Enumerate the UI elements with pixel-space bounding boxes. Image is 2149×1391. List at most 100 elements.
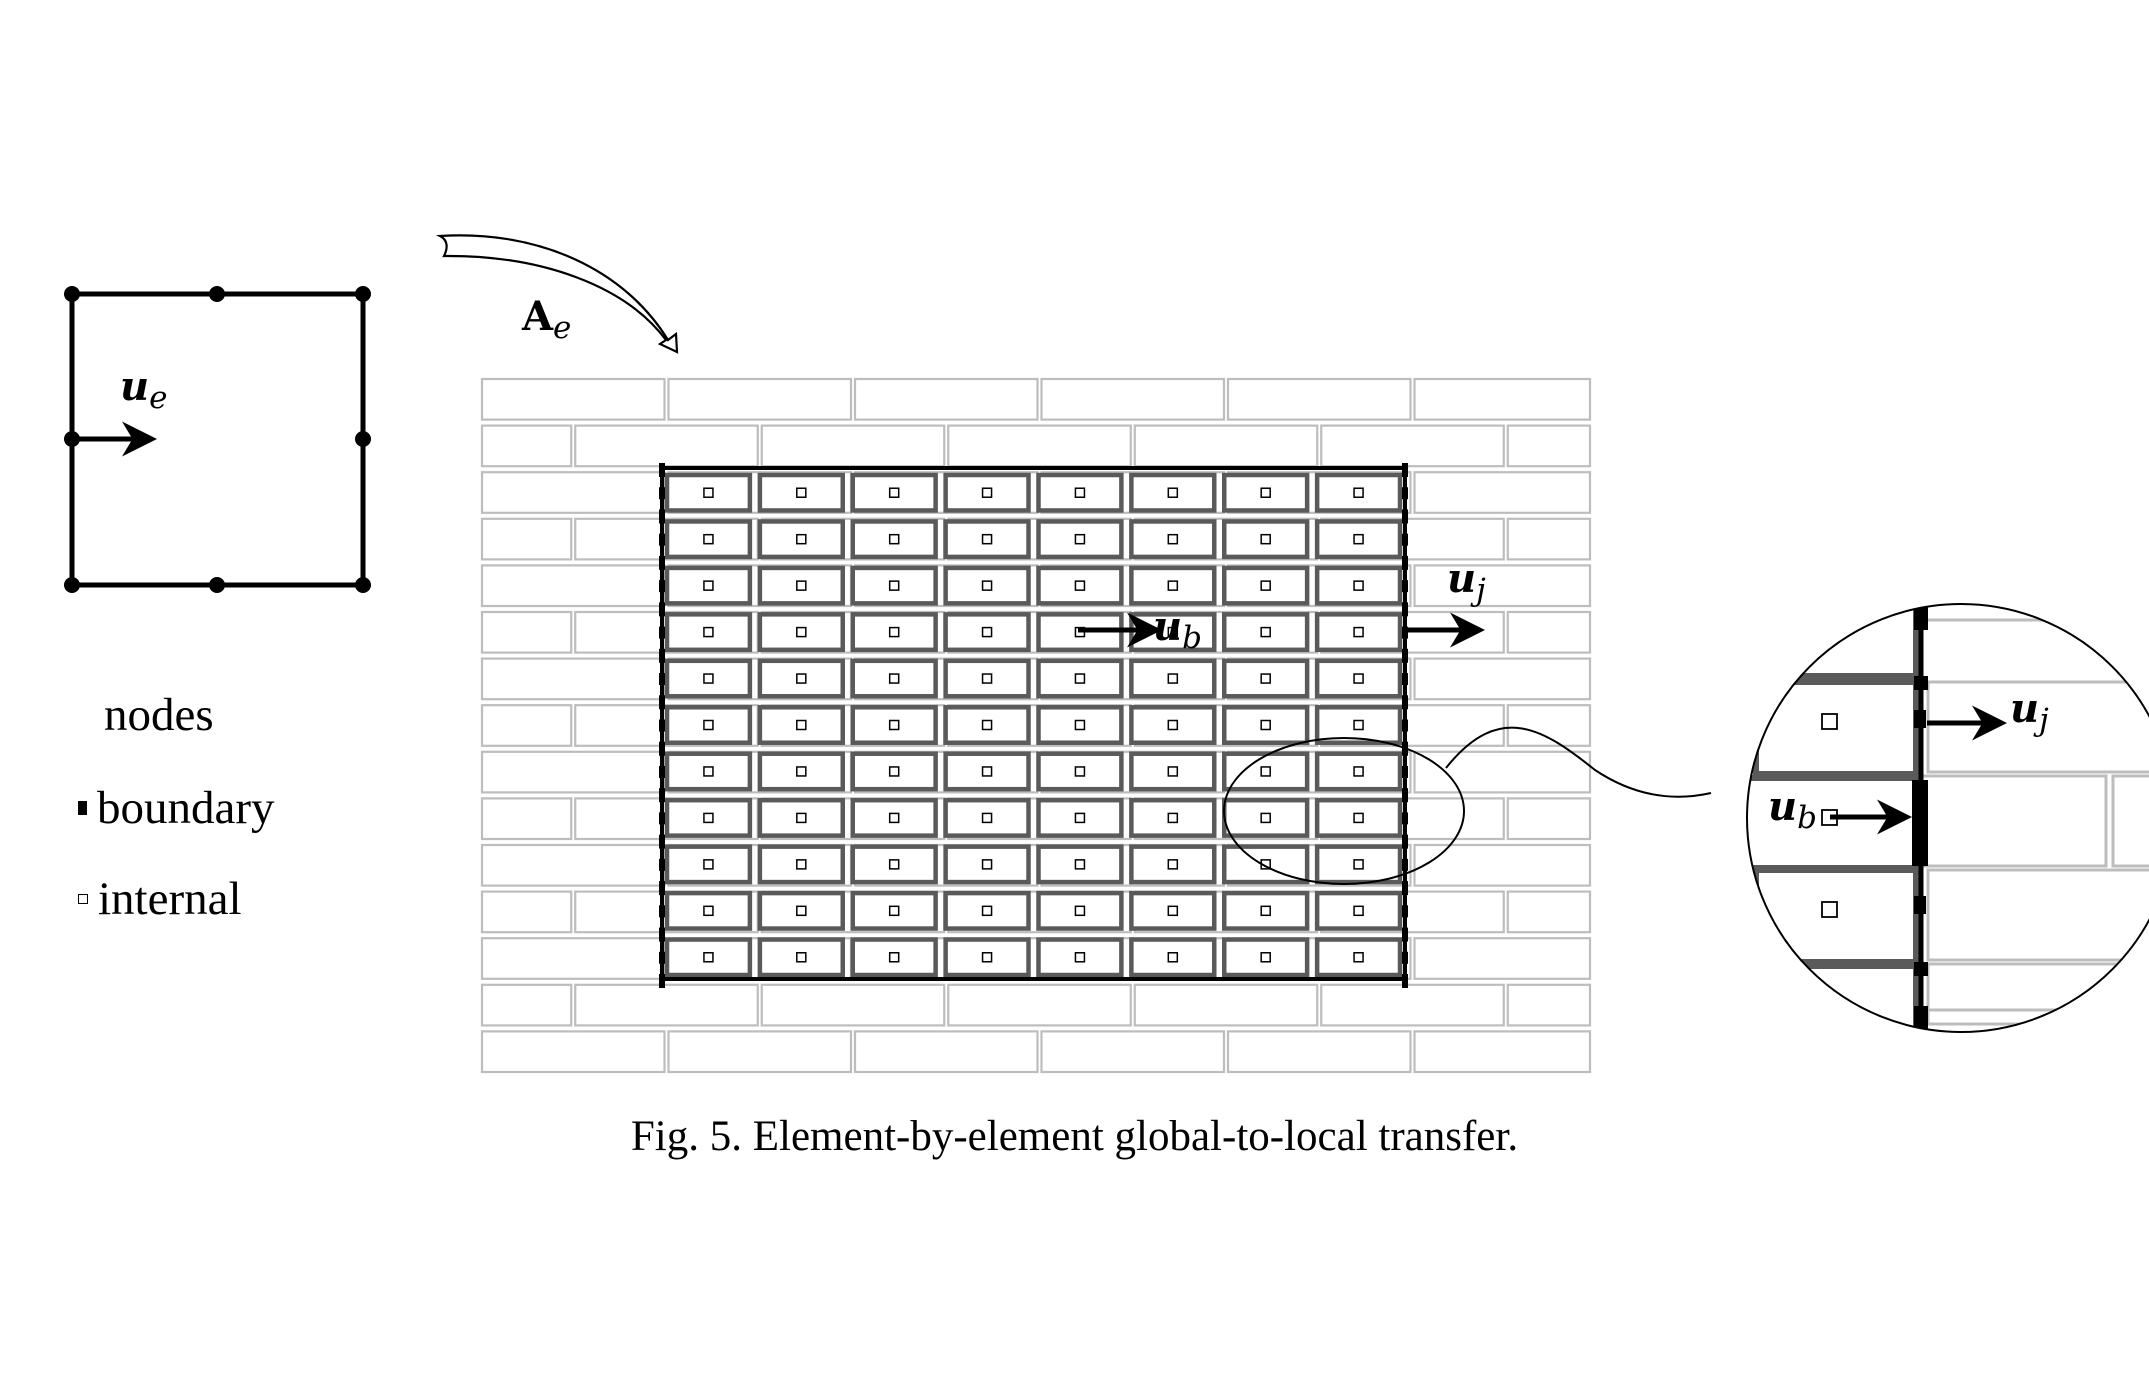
element-nodes xyxy=(64,286,371,593)
subdomain-element xyxy=(850,705,938,745)
legend-boundary: boundary xyxy=(78,785,275,832)
internal-node xyxy=(703,673,714,684)
internal-node xyxy=(981,673,993,684)
background-brick xyxy=(480,890,573,934)
background-brick xyxy=(760,983,946,1027)
background-brick xyxy=(1506,704,1592,747)
subdomain-element xyxy=(1314,751,1403,792)
background-brick xyxy=(1226,1030,1412,1074)
internal-node xyxy=(1074,533,1086,545)
internal-node xyxy=(981,952,993,963)
background-brick xyxy=(1320,424,1505,468)
internal-node xyxy=(703,905,714,917)
internal-node xyxy=(981,766,993,777)
internal-node xyxy=(703,533,714,545)
internal-node xyxy=(703,580,714,591)
internal-node xyxy=(796,812,807,824)
internal-node xyxy=(981,533,993,545)
internal-node xyxy=(703,859,714,870)
internal-node xyxy=(981,719,993,731)
background-brick xyxy=(1506,890,1592,934)
internal-node xyxy=(703,626,714,638)
legend-internal-label: internal xyxy=(98,873,242,925)
background-brick xyxy=(1506,797,1592,841)
internal-node xyxy=(1074,580,1086,591)
background-brick xyxy=(947,424,1132,468)
background-brick xyxy=(1413,937,1592,980)
background-brick xyxy=(480,377,666,421)
background-brick xyxy=(480,704,573,747)
internal-node xyxy=(1074,952,1086,963)
zoom-region xyxy=(1223,737,1465,885)
internal-node xyxy=(796,580,807,591)
internal-node xyxy=(1167,905,1179,917)
background-brick xyxy=(480,797,573,841)
subdomain-element xyxy=(1129,519,1217,560)
internal-node xyxy=(796,533,807,545)
highlighted-subdomain xyxy=(664,472,1403,978)
internal-node xyxy=(703,952,714,963)
subdomain-element xyxy=(1222,612,1310,653)
background-brick xyxy=(1506,517,1592,561)
assembly-operator-label: Ae xyxy=(521,293,571,346)
legend-internal: internal xyxy=(78,876,242,923)
internal-node xyxy=(1074,766,1086,777)
internal-node xyxy=(1353,719,1364,731)
background-brick xyxy=(1413,471,1592,514)
internal-node xyxy=(1353,905,1364,917)
node xyxy=(355,286,371,302)
internal-node xyxy=(1353,952,1364,963)
subdomain-element xyxy=(1129,751,1217,792)
node xyxy=(355,431,371,447)
internal-node xyxy=(1353,812,1364,824)
background-brick xyxy=(947,983,1132,1027)
internal-node xyxy=(796,859,807,870)
internal-node xyxy=(1167,533,1179,545)
subdomain-element xyxy=(757,890,845,931)
internal-node xyxy=(1353,533,1364,545)
internal-node xyxy=(1353,487,1364,498)
internal-node xyxy=(1074,673,1086,684)
node xyxy=(355,577,371,593)
subdomain-element xyxy=(850,751,938,792)
internal-node xyxy=(888,533,900,545)
background-brick xyxy=(760,424,946,468)
internal-node xyxy=(1167,766,1179,777)
subdomain-outline xyxy=(660,466,1407,981)
background-brick xyxy=(574,983,759,1027)
internal-node xyxy=(981,580,993,591)
internal-node xyxy=(1167,952,1179,963)
background-brick xyxy=(1506,424,1592,468)
background-brick xyxy=(480,471,666,514)
subdomain-element xyxy=(1314,705,1403,745)
background-brick xyxy=(1226,377,1412,421)
subdomain-element xyxy=(943,751,1031,792)
internal-node xyxy=(888,859,900,870)
internal-node xyxy=(981,859,993,870)
internal-node xyxy=(888,580,900,591)
background-brick xyxy=(853,1030,1039,1074)
internal-node xyxy=(1260,673,1271,684)
internal-marker-icon xyxy=(78,894,88,905)
internal-node xyxy=(1167,719,1179,731)
background-brick xyxy=(1506,983,1592,1027)
background-brick xyxy=(480,610,573,654)
background-brick xyxy=(480,424,573,468)
internal-node xyxy=(1260,719,1271,731)
background-brick xyxy=(667,1030,853,1074)
internal-node xyxy=(1353,673,1364,684)
internal-node xyxy=(888,626,900,638)
internal-node xyxy=(796,905,807,917)
internal-node xyxy=(796,766,807,777)
background-brick xyxy=(1413,1030,1592,1074)
internal-node xyxy=(888,719,900,731)
node xyxy=(209,286,225,302)
internal-node xyxy=(1167,859,1179,870)
background-brick xyxy=(480,517,573,561)
internal-node xyxy=(981,487,993,498)
internal-node xyxy=(796,719,807,731)
background-brick xyxy=(1133,424,1319,468)
background-brick xyxy=(1413,657,1592,701)
internal-nodes xyxy=(703,487,1364,963)
